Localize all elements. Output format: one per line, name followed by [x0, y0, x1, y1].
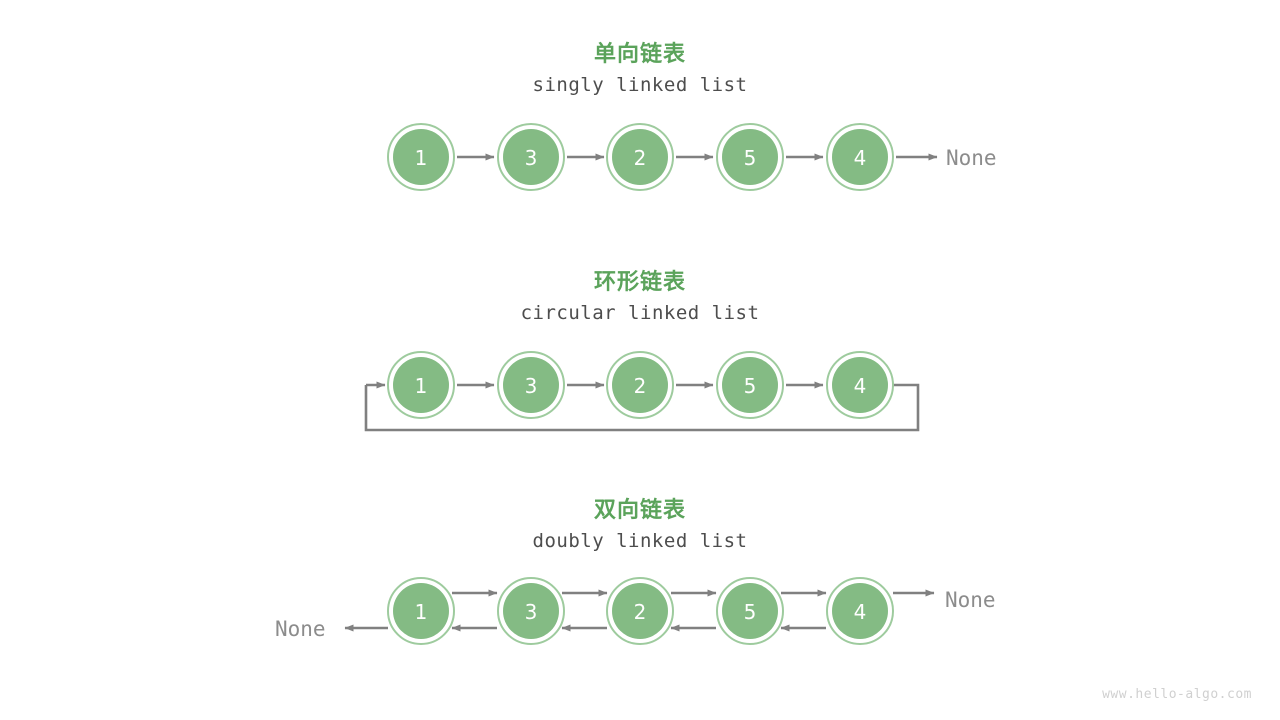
- node-value: 5: [744, 374, 757, 398]
- doubly-title-en: doubly linked list: [532, 530, 748, 552]
- node-value: 1: [415, 146, 428, 170]
- watermark: www.hello-algo.com: [1102, 687, 1252, 702]
- circular-title-en: circular linked list: [520, 302, 760, 324]
- node[interactable]: 2: [606, 577, 674, 645]
- singly-title-cn: 单向链表: [593, 42, 686, 67]
- circular-title-cn: 环形链表: [593, 270, 686, 295]
- node[interactable]: 2: [606, 123, 674, 191]
- node-value: 5: [744, 146, 757, 170]
- node-value: 3: [525, 146, 538, 170]
- node-value: 1: [415, 374, 428, 398]
- node-value: 3: [525, 374, 538, 398]
- circular-nodes: 1 3 2 5 4: [387, 351, 894, 419]
- singly-nodes: 1 3 2 5 4: [387, 123, 894, 191]
- doubly-head-none-label: None: [275, 617, 326, 641]
- node-value: 3: [525, 600, 538, 624]
- singly-tail-none-label: None: [946, 146, 997, 170]
- node[interactable]: 3: [497, 351, 565, 419]
- node-value: 4: [854, 374, 867, 398]
- node[interactable]: 2: [606, 351, 674, 419]
- circular-loop-back: [364, 381, 920, 432]
- node-value: 2: [634, 600, 647, 624]
- node[interactable]: 5: [716, 351, 784, 419]
- node[interactable]: 3: [497, 577, 565, 645]
- node-value: 2: [634, 374, 647, 398]
- singly-title-en: singly linked list: [532, 74, 748, 96]
- node[interactable]: 1: [387, 123, 455, 191]
- doubly-title-cn: 双向链表: [593, 498, 686, 523]
- doubly-nodes: 1 3 2 5 4: [387, 577, 894, 645]
- node[interactable]: 4: [826, 123, 894, 191]
- node[interactable]: 5: [716, 577, 784, 645]
- node[interactable]: 5: [716, 123, 784, 191]
- doubly-tail-none-label: None: [945, 588, 996, 612]
- node-value: 2: [634, 146, 647, 170]
- node-value: 4: [854, 600, 867, 624]
- node-value: 5: [744, 600, 757, 624]
- node-value: 4: [854, 146, 867, 170]
- node[interactable]: 1: [387, 351, 455, 419]
- node[interactable]: 4: [826, 577, 894, 645]
- node[interactable]: 3: [497, 123, 565, 191]
- node-value: 1: [415, 600, 428, 624]
- node[interactable]: 4: [826, 351, 894, 419]
- node[interactable]: 1: [387, 577, 455, 645]
